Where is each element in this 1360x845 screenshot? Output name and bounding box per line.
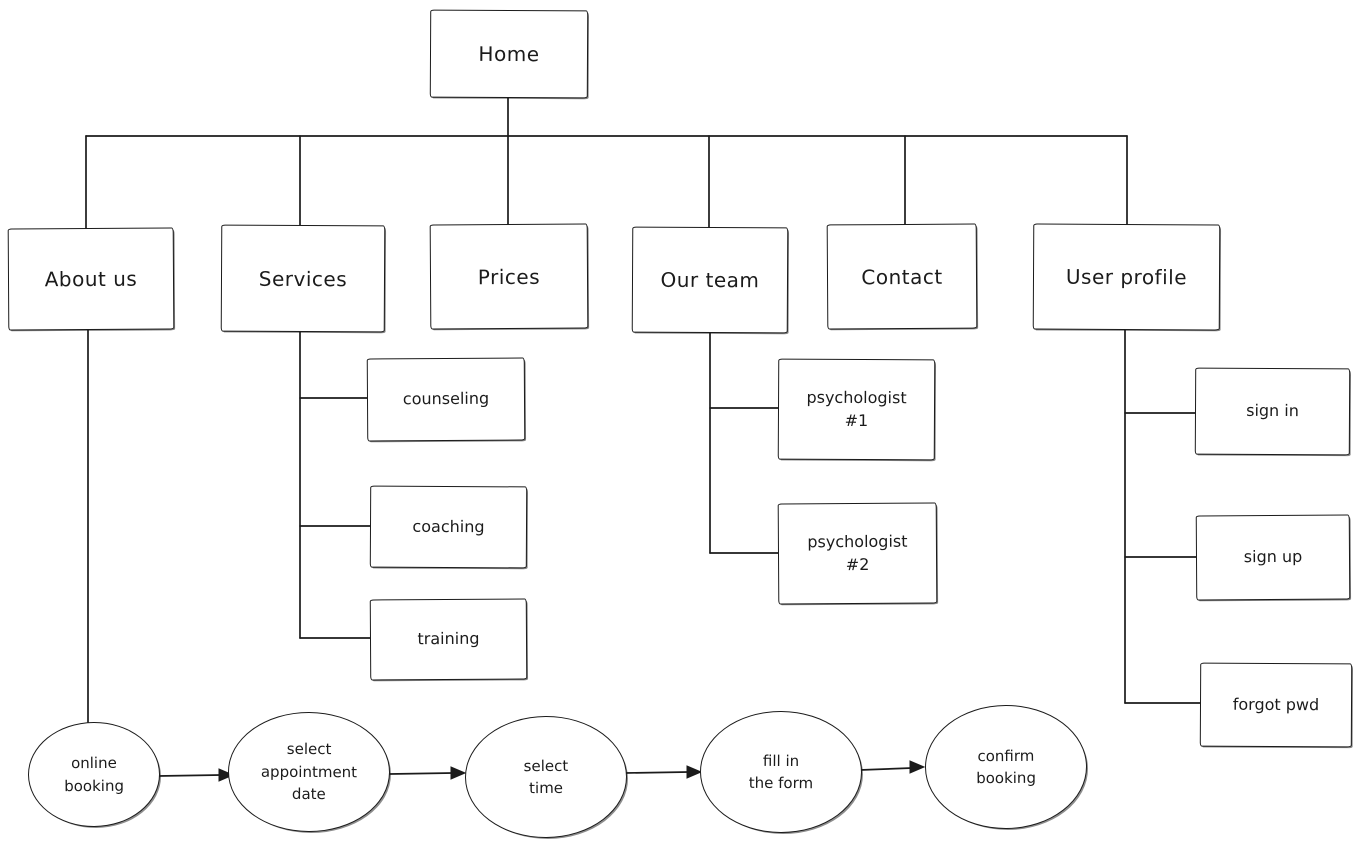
flow-arrow-1	[157, 768, 235, 782]
node-home: Home	[429, 9, 589, 99]
node-forgot-pwd: forgot pwd	[1199, 662, 1353, 748]
flow-arrow-4	[859, 760, 926, 774]
node-our-team: Our team	[631, 226, 789, 334]
node-sign-up: sign up	[1195, 514, 1351, 601]
node-contact: Contact	[826, 223, 978, 330]
flow-arrow-2	[389, 766, 467, 780]
node-prices: Prices	[429, 223, 589, 330]
arrow-head-icon	[450, 766, 467, 780]
flow-arrow-3	[624, 765, 703, 779]
arrow-head-icon	[909, 760, 926, 774]
flow-step-fill-in-the-form: fill in the form	[699, 710, 863, 834]
flow-step-online-booking: online booking	[27, 721, 161, 828]
node-training: training	[369, 598, 528, 681]
node-user-profile: User profile	[1032, 223, 1221, 331]
node-about-us: About us	[7, 227, 175, 331]
flow-step-confirm-booking: confirm booking	[924, 704, 1088, 830]
node-sign-in: sign in	[1194, 367, 1351, 456]
flow-step-select-time: select time	[464, 715, 628, 839]
node-coaching: coaching	[369, 485, 528, 569]
arrow-head-icon	[218, 768, 235, 782]
node-psychologist-2: psychologist #2	[777, 502, 938, 605]
node-counseling: counseling	[366, 357, 526, 442]
flow-step-select-appointment-date: select appointment date	[227, 711, 391, 833]
node-psychologist-1: psychologist #1	[777, 358, 936, 461]
arrow-head-icon	[686, 765, 703, 779]
node-services: Services	[220, 224, 386, 333]
